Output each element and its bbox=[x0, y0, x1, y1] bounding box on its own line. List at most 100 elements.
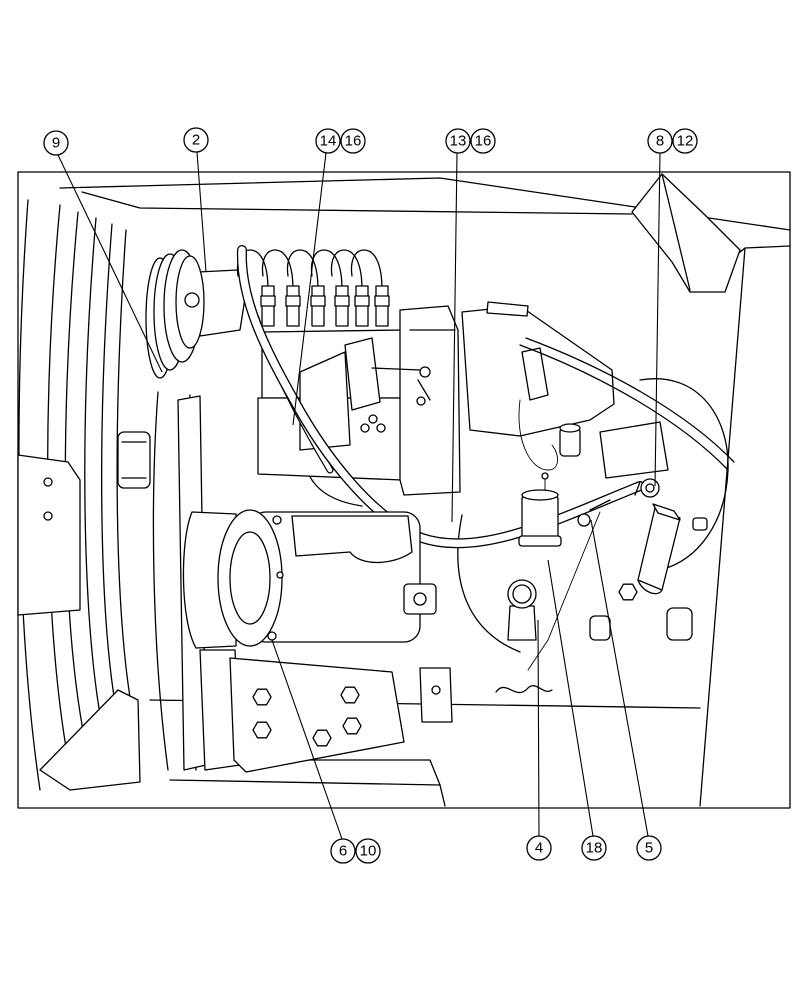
callout-8: 8 bbox=[647, 128, 673, 154]
callout-9: 9 bbox=[43, 130, 69, 156]
throttle-cable bbox=[525, 337, 735, 463]
engine-illustration bbox=[17, 171, 791, 809]
belt-edge bbox=[152, 391, 169, 771]
control-rod bbox=[371, 367, 421, 371]
callout-label: 4 bbox=[535, 840, 543, 857]
callout-label: 8 bbox=[656, 133, 664, 150]
chain-link bbox=[495, 685, 553, 694]
callout-5: 5 bbox=[636, 835, 662, 861]
delivery-valve-nut bbox=[334, 295, 350, 307]
alternator-terminal bbox=[403, 583, 437, 615]
leader-line-14-16 bbox=[292, 152, 327, 426]
callout-13: 13 bbox=[445, 128, 471, 154]
callout-circle bbox=[355, 838, 381, 864]
upper-right-housing bbox=[461, 301, 735, 571]
injection-pump bbox=[236, 249, 461, 496]
dipstick bbox=[527, 499, 611, 671]
filter-pin-head bbox=[541, 472, 549, 480]
shroud-bracket-hole bbox=[43, 477, 53, 487]
hex-bolt bbox=[252, 721, 272, 739]
banjo-fitting bbox=[640, 478, 660, 498]
leader-line-8-12 bbox=[654, 152, 661, 487]
hex-bolt bbox=[340, 686, 360, 704]
shroud-lower-piece bbox=[39, 689, 141, 791]
mounting-plate bbox=[419, 667, 453, 723]
callout-label: 16 bbox=[475, 133, 492, 150]
filler-cap-outer bbox=[507, 579, 537, 609]
cooling-fan bbox=[17, 199, 151, 791]
alternator-end-plate bbox=[217, 509, 283, 647]
fan-blade-line bbox=[101, 223, 123, 739]
rod-ball-joint bbox=[419, 366, 431, 378]
engine-base-line-3 bbox=[299, 759, 441, 786]
filler-socket bbox=[507, 605, 537, 641]
breather-tube bbox=[486, 301, 529, 317]
fuel-line-loop bbox=[286, 249, 319, 291]
callout-circle bbox=[470, 128, 496, 154]
callout-10: 10 bbox=[355, 838, 381, 864]
wire-loop bbox=[518, 399, 558, 471]
filter-band bbox=[518, 535, 562, 547]
callout-2: 2 bbox=[183, 127, 209, 153]
callout-label: 5 bbox=[645, 840, 653, 857]
callout-12: 12 bbox=[672, 128, 698, 154]
pulley-face bbox=[175, 255, 205, 349]
filler-cap-inner bbox=[512, 584, 532, 604]
fan-hub bbox=[117, 431, 151, 489]
engine-base bbox=[149, 429, 701, 807]
hood-edge-lower bbox=[81, 191, 633, 215]
bracket-plate bbox=[229, 657, 405, 773]
sensor-sleeve bbox=[521, 347, 549, 401]
leader-line-13-16 bbox=[451, 152, 458, 523]
callout-16-b: 16 bbox=[470, 128, 496, 154]
hex-bolt bbox=[618, 583, 638, 601]
shroud-bracket-hole bbox=[43, 511, 53, 521]
callout-18: 18 bbox=[581, 835, 607, 861]
alternator-terminal-stud bbox=[413, 592, 427, 606]
callout-circle bbox=[43, 130, 69, 156]
callouts: 9 2 14 16 13 16 8 12 bbox=[43, 127, 698, 864]
callout-label: 6 bbox=[339, 843, 347, 860]
fan-blade-line bbox=[84, 217, 107, 746]
callout-label: 2 bbox=[192, 132, 200, 149]
callout-14: 14 bbox=[315, 128, 341, 154]
filter-canister bbox=[599, 421, 669, 479]
fuel-line-loop bbox=[330, 249, 363, 291]
lower-right-fixings bbox=[589, 583, 693, 641]
rubber-mount bbox=[666, 607, 693, 641]
callout-circle bbox=[526, 835, 552, 861]
dipstick-guide bbox=[589, 499, 611, 511]
sender-unit-base bbox=[637, 579, 663, 595]
hex-bolt bbox=[342, 717, 362, 735]
right-panel-edge bbox=[699, 247, 746, 807]
callout-circle bbox=[183, 127, 209, 153]
fuel-line-loop bbox=[350, 249, 383, 291]
throttle-cable bbox=[519, 344, 729, 471]
delivery-valve-nut bbox=[354, 295, 370, 307]
callout-circle bbox=[647, 128, 673, 154]
fan-hub-ridge bbox=[121, 441, 147, 479]
oil-filler bbox=[507, 579, 537, 641]
callout-label: 12 bbox=[677, 133, 694, 150]
callout-circle bbox=[581, 835, 607, 861]
pump-bolt bbox=[360, 423, 370, 433]
delivery-valve-nut bbox=[260, 295, 276, 307]
callout-label: 18 bbox=[586, 840, 603, 857]
alternator-end-ring bbox=[229, 531, 271, 625]
leader-line-9 bbox=[57, 154, 163, 373]
callout-label: 13 bbox=[450, 133, 467, 150]
water-pump-pulley bbox=[145, 249, 246, 379]
leader-line-2 bbox=[196, 151, 207, 273]
dipstick-rod bbox=[527, 511, 601, 671]
alternator-bolt bbox=[272, 515, 282, 525]
pump-bolt bbox=[368, 414, 378, 424]
top-right-bracket-fold bbox=[661, 173, 691, 291]
delivery-valve-nut bbox=[310, 295, 326, 307]
hex-bolt bbox=[252, 688, 272, 706]
fuel-filter bbox=[518, 472, 562, 547]
callout-circle bbox=[672, 128, 698, 154]
callout-6: 6 bbox=[330, 838, 356, 864]
banjo-bolt bbox=[645, 483, 655, 493]
callout-label: 16 bbox=[345, 133, 362, 150]
